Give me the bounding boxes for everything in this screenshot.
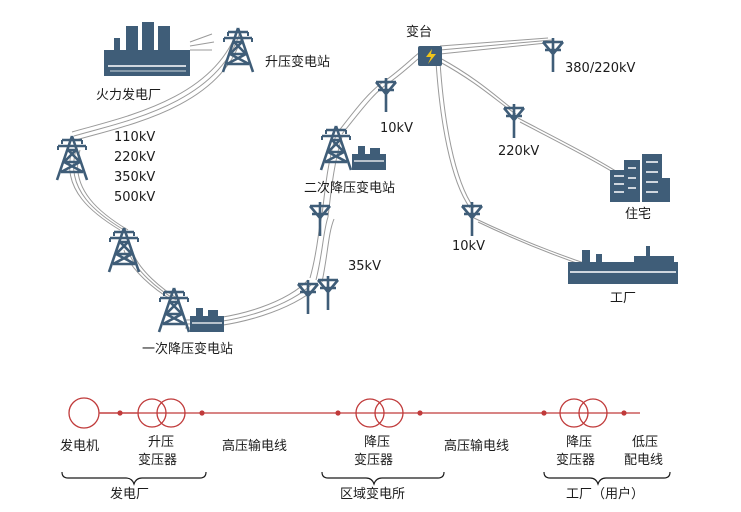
secondary-substation-icon [319, 124, 387, 172]
step-down-label: 降压 [364, 435, 390, 450]
single-line-diagram [68, 397, 640, 429]
factory-icon [568, 246, 678, 284]
tower-icon [55, 134, 89, 182]
pole-icon [374, 76, 398, 114]
transformer-symbol [137, 398, 186, 428]
low-voltage-label: 低压 [632, 435, 658, 450]
transformer-platform-label: 变台 [406, 24, 432, 40]
group-braces [61, 471, 671, 486]
transformer-label: 变压器 [354, 452, 393, 468]
primary-station-label: 一次降压变电站 [142, 341, 233, 357]
transformer-symbol [559, 398, 608, 428]
factory-label: 工厂 [610, 291, 636, 306]
transformer-platform-icon [418, 46, 442, 66]
transformer-label: 变压器 [138, 452, 177, 468]
hv-line-label: 高压输电线 [222, 438, 287, 454]
power-plant-label: 火力发电厂 [96, 87, 161, 103]
hv-line-label: 高压输电线 [444, 438, 509, 454]
power-plant-icon [104, 22, 215, 76]
step-down-label: 降压 [566, 435, 592, 450]
voltage-35kv-label: 35kV [348, 259, 381, 274]
voltage-10kv-label: 10kV [380, 121, 413, 136]
group-label-user: 工厂（用户） [566, 486, 644, 502]
junction-dots [117, 410, 627, 416]
transformer-label: 变压器 [556, 452, 595, 468]
group-label-regional-substation: 区域变电所 [340, 486, 405, 502]
trunk-voltage-label: 220kV [114, 150, 155, 165]
voltage-380-220-label: 380/220kV [565, 61, 636, 76]
voltage-220kv-label: 220kV [498, 144, 539, 159]
generator-label: 发电机 [60, 438, 99, 454]
pole-icon [460, 200, 484, 238]
trunk-voltage-label: 110kV [114, 130, 155, 145]
step-up-station-label: 升压变电站 [265, 54, 330, 70]
pole-icon [316, 274, 340, 312]
voltage-10kv-label: 10kV [452, 239, 485, 254]
trunk-voltage-label: 350kV [114, 170, 155, 185]
generator-symbol [68, 397, 100, 429]
residential-label: 住宅 [625, 207, 651, 222]
pole-icon [502, 102, 526, 140]
primary-substation-icon [157, 286, 225, 334]
step-up-label: 升压 [148, 435, 174, 450]
pole-icon [541, 36, 565, 74]
group-label-plant: 发电厂 [110, 486, 149, 502]
pole-icon [296, 278, 320, 316]
distribution-line-label: 配电线 [624, 453, 663, 468]
secondary-station-label: 二次降压变电站 [304, 180, 395, 196]
trunk-voltage-label: 500kV [114, 190, 155, 205]
transformer-symbol [355, 398, 404, 428]
residential-icon [610, 154, 670, 202]
